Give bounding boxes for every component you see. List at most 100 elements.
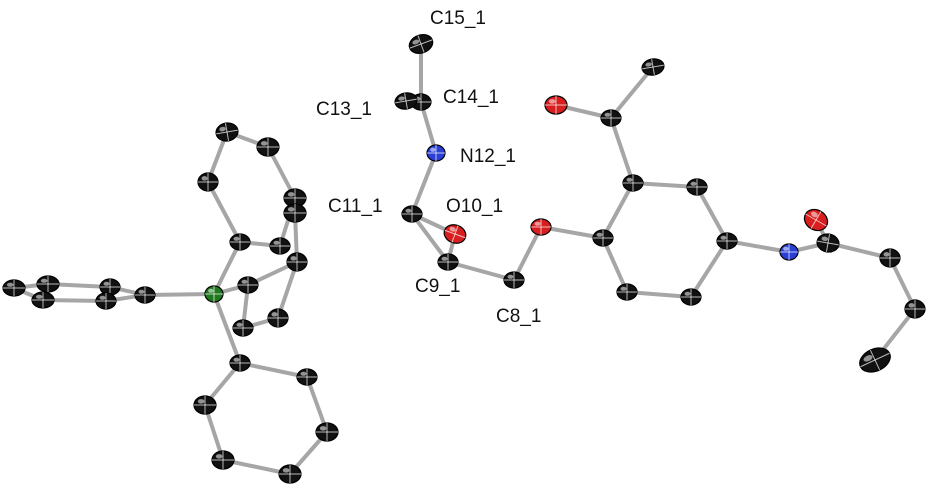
carbon-atom-a4 (716, 232, 738, 250)
atom-highlight (271, 312, 278, 317)
carbon-atom-r3 (283, 203, 307, 223)
atom-highlight (811, 211, 818, 218)
atom-highlight (260, 141, 268, 146)
bond-c20-c22 (609, 65, 655, 120)
atom-highlight (215, 454, 223, 459)
phosphorus-atom-p (204, 285, 224, 303)
atom-highlight (287, 207, 295, 212)
label-c14: C14_1 (443, 87, 499, 108)
bond-n12-c11 (410, 151, 438, 216)
atom-highlight (236, 322, 243, 327)
oxygen-atom-o7 (530, 218, 552, 236)
atom-highlight (548, 99, 556, 104)
atom-highlight (626, 177, 633, 182)
label-c15: C15_1 (430, 8, 486, 29)
atom-highlight (99, 295, 106, 300)
bond-r4-r2 (276, 260, 299, 320)
carbon-atom-r1 (237, 276, 259, 294)
bond-c11-c9 (410, 212, 450, 264)
ellipsoid-axis (810, 211, 822, 229)
atom-highlight (208, 288, 214, 293)
carbon-atom-u6 (269, 237, 291, 255)
carbon-atom-u3 (215, 122, 239, 142)
atom-highlight (405, 208, 412, 213)
label-c9: C9_1 (415, 276, 460, 297)
atom-highlight (6, 282, 14, 287)
carbon-atom-c11 (401, 205, 423, 223)
carbon-atom-c15 (408, 33, 434, 55)
carbon-atom-a3 (686, 178, 708, 196)
bond-p-u1 (212, 240, 242, 296)
atom-highlight (620, 286, 627, 291)
carbon-atom-c22 (641, 58, 665, 76)
carbon-atom-u2 (197, 172, 219, 192)
atom-highlight (233, 357, 240, 362)
atom-highlight (197, 399, 205, 404)
label-c13: C13_1 (316, 99, 372, 120)
atom-highlight (319, 426, 327, 431)
carbon-atom-a5 (680, 288, 702, 306)
carbon-atom-c8 (503, 271, 525, 289)
bond-a6-a1 (601, 236, 629, 294)
atom-highlight (441, 256, 448, 261)
bond-a2-c20 (609, 116, 635, 185)
carbon-atom-u4 (256, 137, 280, 157)
bond-a5-a6 (625, 290, 693, 299)
bond-c14-n12 (419, 100, 438, 155)
atom-highlight (783, 246, 789, 251)
atom-highlight (233, 236, 240, 241)
ellipsoid-axis (451, 225, 459, 243)
bond-d1-d2 (238, 361, 309, 379)
atom-layer (2, 33, 926, 484)
carbon-atom-c13 (394, 92, 418, 110)
carbon-atom-c33 (879, 248, 901, 268)
atom-highlight (201, 176, 208, 181)
oxygen-atom-o21 (544, 95, 568, 115)
carbon-atom-d6 (193, 395, 217, 415)
atom-highlight (684, 291, 691, 296)
atom-highlight (507, 274, 514, 279)
ellipsoid-axis (417, 35, 425, 53)
carbon-atom-c31 (816, 233, 840, 253)
bond-layer (12, 42, 917, 476)
label-c11: C11_1 (328, 196, 383, 217)
ellipsoid-axis (825, 234, 831, 252)
atom-highlight (219, 126, 226, 132)
atom-highlight (604, 112, 611, 117)
carbon-atom-l4 (36, 275, 60, 293)
carbon-atom-d5 (211, 450, 235, 470)
carbon-atom-a6 (616, 283, 638, 301)
atom-highlight (720, 235, 727, 240)
atom-highlight (241, 279, 248, 284)
ellipsoid-axis (651, 59, 655, 75)
carbon-atom-d2 (296, 368, 318, 386)
oxygen-atom-o10 (443, 224, 467, 244)
oxygen-atom-o32 (803, 208, 829, 232)
atom-highlight (449, 226, 456, 232)
carbon-atom-r2 (286, 252, 308, 272)
label-layer: C15_1 C14_1 C13_1 N12_1 C11_1 O10_1 C9_1… (316, 8, 541, 327)
carbon-atom-c35 (859, 347, 891, 373)
bond-a4-a5 (689, 239, 729, 299)
nitrogen-atom-n12 (426, 144, 446, 162)
atom-highlight (645, 62, 652, 67)
label-o10: O10_1 (446, 196, 503, 217)
carbon-atom-d4 (278, 464, 302, 484)
carbon-atom-l1 (134, 286, 156, 304)
label-c8: C8_1 (496, 306, 541, 327)
atom-highlight (300, 371, 307, 376)
atom-highlight (35, 294, 43, 299)
nitrogen-atom-n30 (779, 243, 799, 261)
carbon-atom-r5 (232, 319, 254, 337)
atom-highlight (596, 232, 603, 237)
carbon-atom-c9 (437, 253, 459, 271)
carbon-atom-c34 (904, 299, 926, 319)
atom-highlight (290, 256, 297, 261)
bond-u1-u2 (206, 180, 242, 244)
atom-highlight (690, 181, 697, 186)
bond-c8-o7 (512, 225, 543, 282)
carbon-atom-d1 (229, 354, 251, 372)
atom-highlight (821, 236, 829, 242)
